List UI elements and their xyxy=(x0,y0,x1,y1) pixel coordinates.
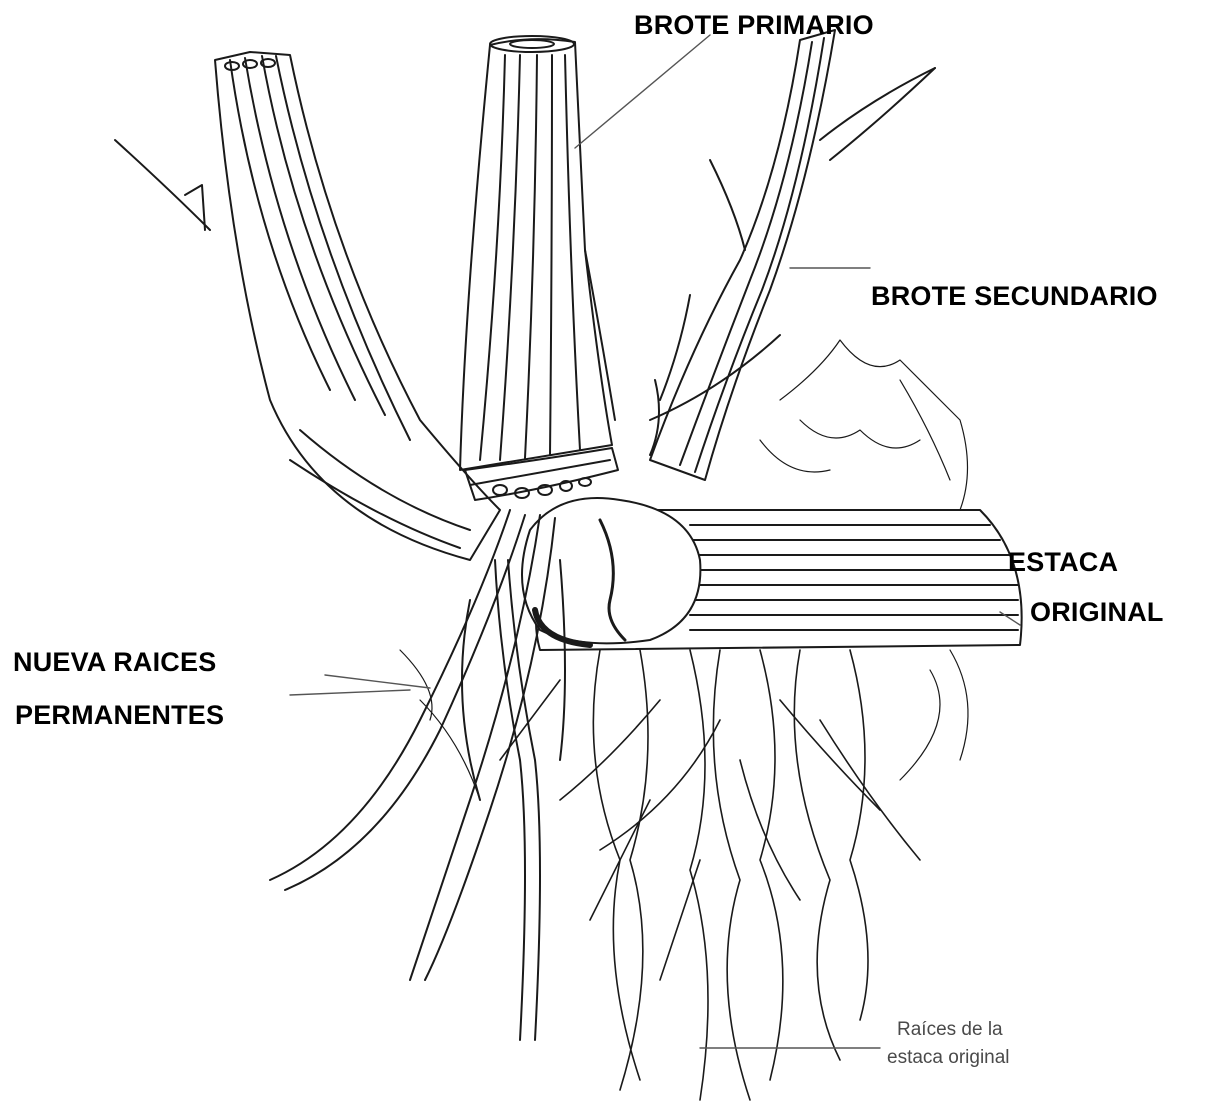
leader-nueva-raices-2 xyxy=(325,675,430,688)
label-estaca-line1: ESTACA xyxy=(1008,547,1118,578)
label-brote-secundario: BROTE SECUNDARIO xyxy=(871,281,1158,312)
leader-estaca-original xyxy=(1000,612,1020,625)
label-nueva-raices-line1: NUEVA RAICES xyxy=(13,647,216,678)
permanent-roots xyxy=(270,510,565,1040)
label-brote-primario: BROTE PRIMARIO xyxy=(634,10,874,41)
leader-brote-primario xyxy=(575,35,710,148)
label-raices-estaca-line2: estaca original xyxy=(887,1043,1010,1073)
label-raices-estaca-line1: Raíces de la xyxy=(897,1015,1003,1045)
left-stem xyxy=(115,52,500,560)
label-nueva-raices-line2: PERMANENTES xyxy=(15,700,224,731)
leader-nueva-raices-1 xyxy=(290,690,410,695)
secondary-stem xyxy=(650,30,935,480)
primary-stem xyxy=(460,36,618,500)
label-estaca-line2: ORIGINAL xyxy=(1030,597,1164,628)
